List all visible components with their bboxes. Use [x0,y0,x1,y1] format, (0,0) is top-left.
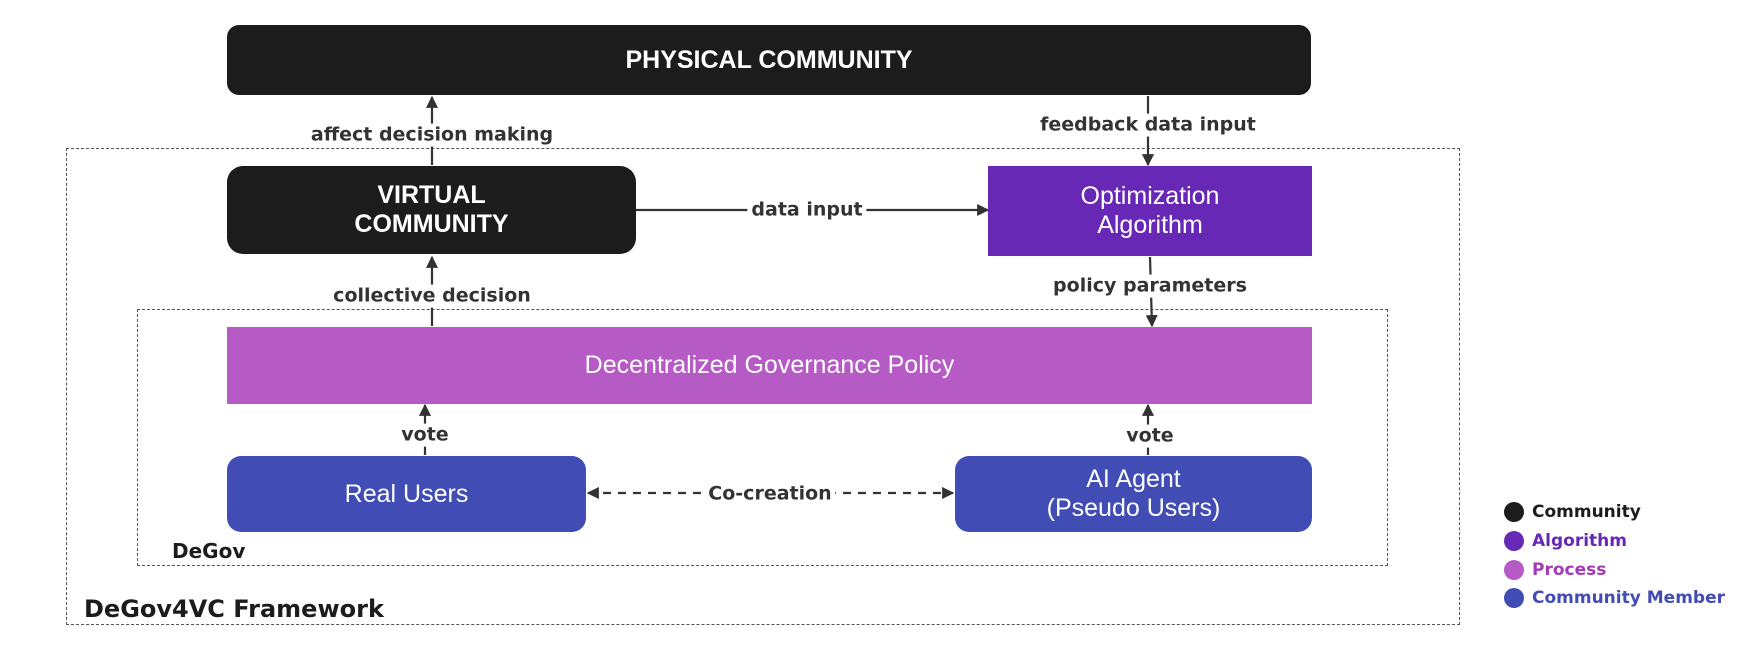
label-policy-parameters: policy parameters [1049,274,1251,298]
label-affect-decision: affect decision making [306,123,558,147]
legend-item-algorithm: Algorithm [1504,531,1627,551]
label-feedback-data: feedback data input [1036,113,1260,137]
degov4vc-framework-frame [66,148,1460,625]
label-co-creation: Co-creation [704,482,836,506]
legend-label: Algorithm [1532,531,1627,551]
virtual-community-node: VIRTUAL COMMUNITY [227,166,636,254]
degov-frame [137,309,1388,566]
legend-label: Community Member [1532,588,1725,608]
legend-label: Community [1532,502,1641,522]
legend-item-process: Process [1504,560,1606,580]
framework-frame-label: DeGov4VC Framework [84,595,384,623]
ai-agent-node: AI Agent (Pseudo Users) [955,456,1312,532]
legend-item-community: Community [1504,502,1641,522]
physical-community-node: PHYSICAL COMMUNITY [227,25,1311,95]
legend-dot-icon [1504,560,1524,580]
legend-item-community-member: Community Member [1504,588,1725,608]
label-data-input: data input [747,198,867,222]
governance-policy-node: Decentralized Governance Policy [227,327,1312,404]
label-vote-ai: vote [1122,424,1178,448]
legend-dot-icon [1504,502,1524,522]
legend-dot-icon [1504,588,1524,608]
label-collective-decision: collective decision [329,284,535,308]
optimization-algorithm-node: Optimization Algorithm [988,166,1312,256]
degov-frame-label: DeGov [172,539,246,563]
legend-dot-icon [1504,531,1524,551]
label-vote-real: vote [397,423,453,447]
real-users-node: Real Users [227,456,586,532]
legend-label: Process [1532,560,1607,580]
